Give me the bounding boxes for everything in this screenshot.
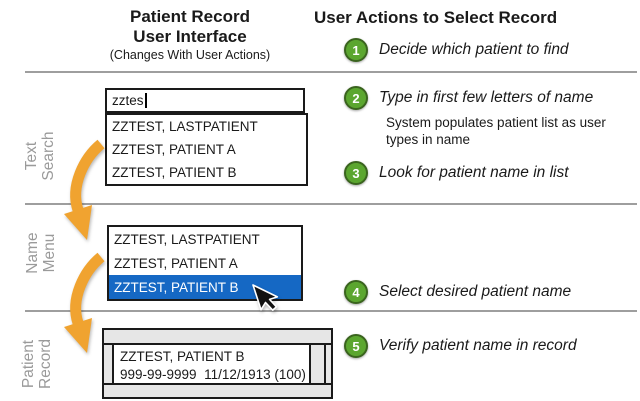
record-window-titlebar bbox=[104, 330, 331, 345]
step-4-badge: 4 bbox=[344, 280, 368, 304]
row-label-name-menu: Name Menu bbox=[24, 203, 58, 303]
step-1-badge: 1 bbox=[344, 38, 368, 62]
section-divider-2 bbox=[25, 203, 637, 205]
search-input-value: zztes bbox=[112, 93, 144, 108]
step-3-text: Look for patient name in list bbox=[379, 164, 569, 181]
patient-name: ZZTEST, PATIENT B bbox=[120, 349, 245, 364]
title-line-2: User Interface bbox=[133, 27, 247, 46]
record-window-statusbar bbox=[104, 383, 331, 397]
record-window-body: ZZTEST, PATIENT B 999-99-9999 11/12/1913… bbox=[104, 345, 331, 383]
patient-search-input[interactable]: zztes bbox=[105, 88, 305, 113]
step-2-text: Type in first few letters of name bbox=[379, 89, 594, 106]
record-window-scrollbar-strip bbox=[309, 345, 324, 383]
name-menu-item-selected[interactable]: ZZTEST, PATIENT B bbox=[109, 275, 301, 299]
step-5-badge: 5 bbox=[344, 334, 368, 358]
section-divider-3 bbox=[25, 310, 637, 312]
row-label-line: Record bbox=[37, 339, 54, 389]
title-line-1: Patient Record bbox=[130, 7, 250, 26]
step-3-badge: 3 bbox=[344, 161, 368, 185]
name-menu-item[interactable]: ZZTEST, LASTPATIENT bbox=[114, 231, 260, 247]
row-label-line: Menu bbox=[41, 233, 58, 273]
step-2-note: System populates patient list as user ty… bbox=[386, 115, 606, 147]
row-label-patient-record: Patient Record bbox=[20, 314, 54, 401]
flow-arrow-2 bbox=[64, 252, 105, 353]
step-4-text: Select desired patient name bbox=[379, 283, 572, 300]
record-window-left-strip bbox=[104, 345, 114, 383]
row-label-line: Patient bbox=[20, 339, 37, 389]
patient-id-dob: 999-99-9999 11/12/1913 (100) bbox=[120, 367, 306, 382]
row-label-line: Name bbox=[24, 232, 41, 274]
search-result-item[interactable]: ZZTEST, LASTPATIENT bbox=[112, 119, 258, 134]
patient-banner: ZZTEST, PATIENT B 999-99-9999 11/12/1913… bbox=[114, 345, 309, 383]
search-results-list: ZZTEST, LASTPATIENT ZZTEST, PATIENT A ZZ… bbox=[105, 113, 308, 186]
search-result-item[interactable]: ZZTEST, PATIENT A bbox=[112, 142, 236, 157]
record-window-right-strip bbox=[324, 345, 331, 383]
text-caret bbox=[144, 93, 147, 108]
step-5-text: Verify patient name in record bbox=[379, 337, 577, 354]
name-menu-list: ZZTEST, LASTPATIENT ZZTEST, PATIENT A ZZ… bbox=[107, 225, 303, 301]
row-label-line: Search bbox=[40, 131, 57, 181]
row-label-text-search: Text Search bbox=[23, 106, 57, 206]
left-column-title: Patient Record User Interface (Changes W… bbox=[75, 7, 305, 63]
flow-arrow-1 bbox=[64, 139, 105, 240]
step-1-text: Decide which patient to find bbox=[379, 41, 569, 58]
search-result-item[interactable]: ZZTEST, PATIENT B bbox=[112, 165, 237, 180]
step-2-badge: 2 bbox=[344, 86, 368, 110]
section-divider-1 bbox=[25, 71, 637, 73]
row-label-line: Text bbox=[23, 141, 40, 171]
patient-record-window: ZZTEST, PATIENT B 999-99-9999 11/12/1913… bbox=[102, 328, 333, 399]
title-subtitle: (Changes With User Actions) bbox=[109, 48, 271, 62]
right-column-title: User Actions to Select Record bbox=[314, 8, 558, 27]
name-menu-item[interactable]: ZZTEST, PATIENT A bbox=[114, 255, 238, 271]
